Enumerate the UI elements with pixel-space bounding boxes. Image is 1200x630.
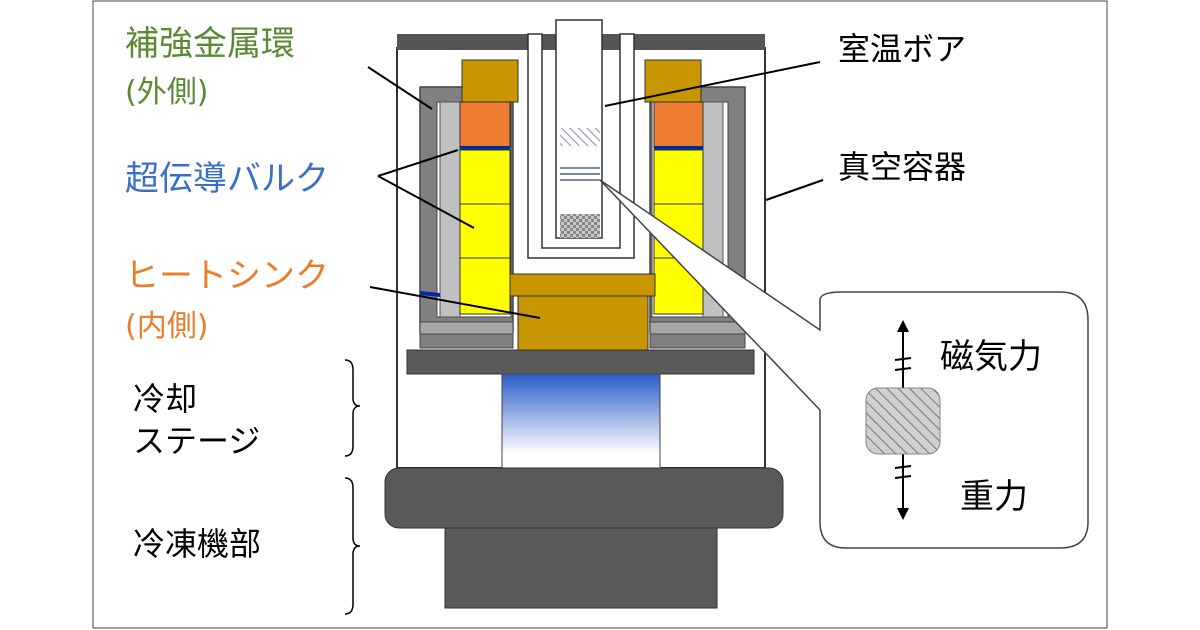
label-gravity: 重力 (960, 477, 1028, 517)
right-magnet-assembly (644, 59, 746, 349)
sample-hatch-1 (560, 128, 600, 146)
label-cooling-stage-2: ステージ (133, 422, 260, 460)
label-heat-sink: ヒートシンク (125, 256, 329, 296)
leader-bulk-b (377, 175, 475, 229)
heatsink-center-block (517, 295, 649, 351)
tick-top-1 (894, 357, 912, 361)
tick-top-2 (894, 367, 912, 371)
leader-bore (604, 61, 821, 107)
label-vacuum-vessel: 真空容器 (838, 148, 966, 186)
magnetic-force-arrow-icon (897, 320, 909, 332)
left-base-plate (419, 321, 514, 335)
sample-body (865, 387, 941, 455)
left-blue-mark (419, 291, 441, 297)
label-cooling-stage-1: 冷却 (133, 380, 197, 418)
heatsink-top-bar (509, 273, 656, 297)
brace-cooling-stage (344, 359, 361, 457)
tick-bottom-1 (894, 465, 912, 469)
right-base-plate (649, 321, 746, 335)
label-magnetic-force: 磁気力 (940, 337, 1042, 377)
label-reinforcement-ring: 補強金属環 (125, 24, 295, 64)
label-room-temp-bore: 室温ボア (838, 30, 966, 68)
left-top-heatsink-block (461, 59, 519, 103)
left-ring-liner (439, 101, 461, 318)
bore-outer-wall (527, 33, 635, 259)
right-bulk-1 (653, 149, 704, 205)
cooling-stage (501, 373, 661, 469)
left-base-plate-2 (419, 333, 514, 349)
left-heatsink-top (459, 101, 511, 149)
label-bulk: 超伝導バルク (125, 159, 329, 199)
leader-reinforcement (367, 66, 433, 110)
left-bulk-1 (459, 149, 511, 205)
cold-plate (406, 349, 755, 375)
leader-bulk-a (377, 149, 459, 177)
left-magnet-assembly (419, 59, 519, 349)
refrigerator-flange (384, 467, 784, 529)
sample-checker (560, 214, 600, 238)
refrigerator-body (444, 527, 718, 609)
leader-vessel (765, 179, 824, 201)
label-reinforcement-ring-note: (外側) (125, 75, 208, 110)
leader-heatsink (369, 286, 541, 319)
tick-bottom-2 (894, 475, 912, 479)
label-heat-sink-note: (内側) (125, 309, 208, 344)
brace-refrigerator (344, 477, 361, 615)
right-heatsink-top (653, 101, 704, 149)
label-refrigerator: 冷凍機部 (133, 525, 261, 563)
callout-bubble (599, 179, 1089, 549)
right-base-plate-2 (649, 333, 746, 349)
frame-border (92, 0, 1108, 629)
gravity-arrow-icon (897, 508, 909, 520)
left-bulk-2 (459, 203, 511, 259)
